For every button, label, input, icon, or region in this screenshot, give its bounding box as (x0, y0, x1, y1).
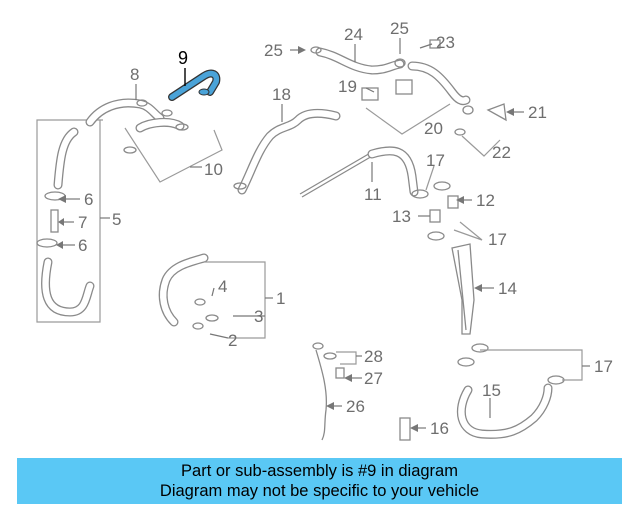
callout-20: 20 (424, 119, 443, 138)
callout-25b: 25 (390, 19, 409, 38)
callout-10: 10 (204, 160, 223, 179)
arrow-14 (474, 284, 482, 292)
arrow-12 (456, 196, 464, 204)
arrow-6a (58, 195, 66, 203)
arrow-6b (56, 241, 63, 249)
callout-15: 15 (482, 381, 501, 400)
callout-11: 11 (364, 185, 382, 204)
callout-19: 19 (338, 77, 357, 96)
arrow-16 (410, 424, 418, 432)
part-26-28-group (312, 342, 357, 441)
leader-23 (419, 43, 433, 49)
banner-line-2: Diagram may not be specific to your vehi… (159, 482, 480, 500)
callout-17b: 17 (488, 230, 507, 249)
arrow-7 (58, 218, 64, 226)
arrow-21 (506, 108, 514, 116)
part-18-group (233, 108, 341, 195)
top-right-group (310, 39, 507, 157)
part-15-group (399, 343, 590, 441)
leader-19 (365, 87, 375, 93)
callout-18: 18 (272, 85, 291, 104)
part-1-4-group (158, 253, 273, 339)
arrow-27 (344, 374, 352, 382)
callout-26: 26 (346, 397, 365, 416)
arrow-26 (326, 402, 334, 410)
part-9-highlighted (168, 69, 221, 101)
callout-13: 13 (392, 207, 411, 226)
callout-14: 14 (498, 279, 517, 298)
part-11-group (299, 146, 419, 198)
callout-24: 24 (344, 25, 363, 44)
banner-line-1: Part or sub-assembly is #9 in diagram (181, 462, 458, 480)
part-14-group (451, 243, 475, 335)
callout-4: 4 (218, 277, 227, 296)
callout-5: 5 (112, 210, 121, 229)
callout-9: 9 (178, 48, 188, 68)
callout-7: 7 (78, 213, 87, 232)
callout-23: 23 (436, 33, 455, 52)
part-5-group (36, 119, 110, 323)
part-8-10-group (85, 98, 223, 183)
callout-21: 21 (528, 103, 547, 122)
leader-4 (211, 287, 215, 297)
arrow-25a (298, 46, 306, 54)
callout-22: 22 (492, 143, 511, 162)
callout-3: 3 (254, 307, 263, 326)
callout-8: 8 (130, 65, 139, 84)
callout-25a: 25 (264, 41, 283, 60)
callout-17a: 17 (426, 151, 445, 170)
middle-right-group (411, 165, 483, 241)
callout-17c: 17 (594, 357, 613, 376)
callout-12: 12 (476, 191, 495, 210)
callout-2: 2 (228, 331, 237, 350)
callout-28: 28 (364, 347, 383, 366)
callout-6a: 6 (84, 190, 93, 209)
callout-27: 27 (364, 369, 383, 388)
callout-16: 16 (430, 419, 449, 438)
info-banner: Part or sub-assembly is #9 in diagram Di… (17, 458, 622, 504)
callout-6b: 6 (78, 236, 87, 255)
parts-diagram: 9 8 10 5 6 7 6 18 25 24 25 23 19 21 20 2… (36, 19, 613, 441)
callout-1: 1 (276, 289, 285, 308)
leader-2 (209, 333, 229, 339)
